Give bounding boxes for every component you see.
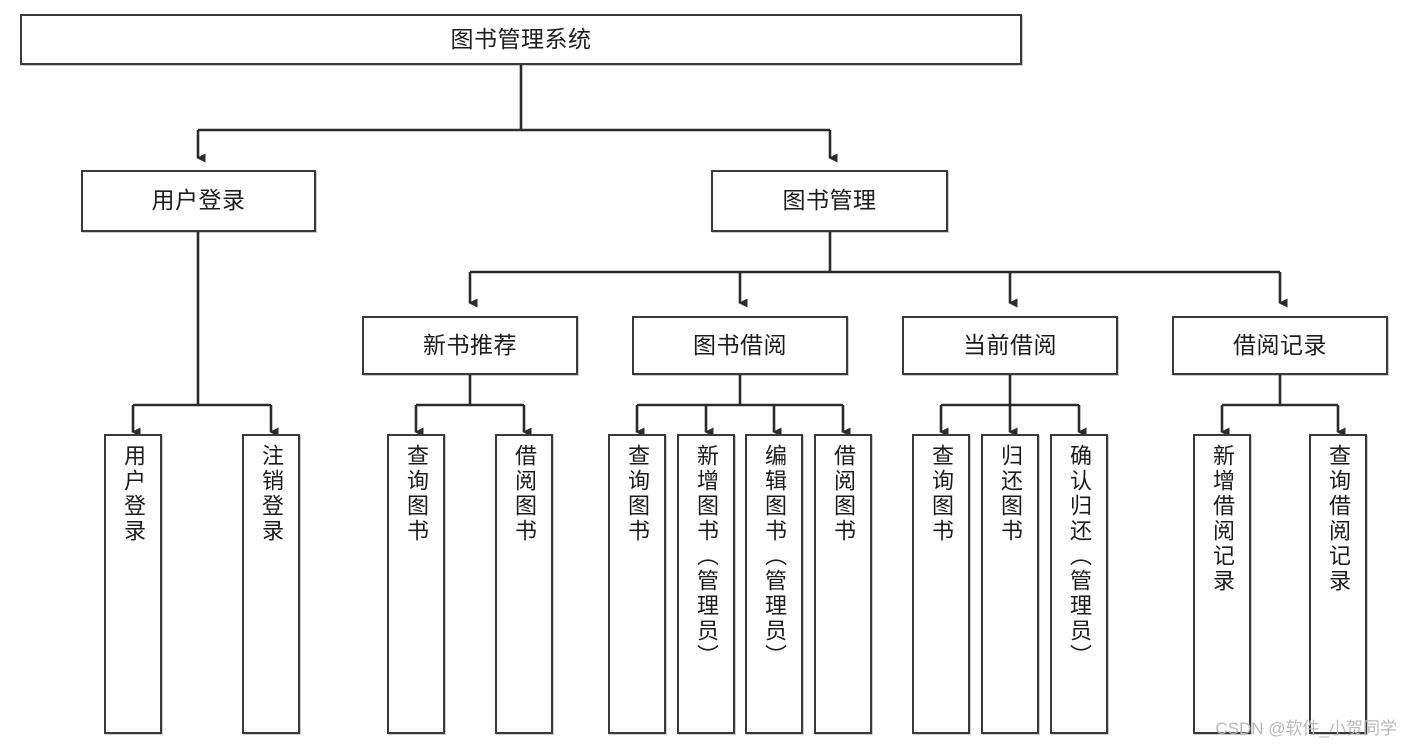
node-label: 新书推荐 [423, 331, 517, 358]
leaf-user-login[interactable]: 用户登录 [104, 434, 162, 734]
leaf-confirm-return-admin[interactable]: 确认归还（管理员） [1050, 434, 1108, 734]
node-label: 归还图书 [998, 444, 1023, 544]
node-label: 借阅图书 [831, 444, 856, 544]
node-label: 借阅记录 [1233, 331, 1327, 358]
node-label: 用户登录 [151, 187, 246, 214]
node-label: 图书管理系统 [450, 25, 592, 52]
node-new-book-recommendation[interactable]: 新书推荐 [362, 316, 578, 375]
node-label: 查询图书 [404, 444, 429, 544]
leaf-query-borrow-record[interactable]: 查询借阅记录 [1309, 434, 1367, 734]
node-root-book-management-system[interactable]: 图书管理系统 [20, 14, 1022, 65]
node-current-borrowing[interactable]: 当前借阅 [902, 316, 1118, 375]
leaf-query-books-borrow[interactable]: 查询图书 [608, 434, 666, 734]
leaf-edit-book-admin[interactable]: 编辑图书（管理员） [745, 434, 803, 734]
node-label: 确认归还（管理员） [1067, 444, 1092, 669]
leaf-query-books-current[interactable]: 查询图书 [912, 434, 970, 734]
node-label: 图书管理 [782, 187, 877, 214]
leaf-return-books[interactable]: 归还图书 [981, 434, 1039, 734]
node-label: 查询图书 [929, 444, 954, 544]
node-label: 编辑图书（管理员） [762, 444, 787, 669]
watermark-text: CSDN @软件_小贺同学 [1215, 719, 1397, 738]
node-book-borrowing[interactable]: 图书借阅 [632, 316, 848, 375]
leaf-logout[interactable]: 注销登录 [242, 434, 300, 734]
leaf-query-books-recommend[interactable]: 查询图书 [387, 434, 445, 734]
node-label: 新增借阅记录 [1210, 444, 1235, 594]
node-label: 当前借阅 [963, 331, 1057, 358]
leaf-borrow-books[interactable]: 借阅图书 [814, 434, 872, 734]
node-borrowing-records[interactable]: 借阅记录 [1172, 316, 1388, 375]
node-label: 查询图书 [625, 444, 650, 544]
node-label: 借阅图书 [512, 444, 537, 544]
node-user-login[interactable]: 用户登录 [81, 170, 316, 232]
leaf-add-borrow-record[interactable]: 新增借阅记录 [1193, 434, 1251, 734]
leaf-borrow-books-recommend[interactable]: 借阅图书 [495, 434, 553, 734]
node-label: 新增图书（管理员） [694, 444, 719, 669]
node-label: 注销登录 [259, 444, 284, 544]
node-book-management[interactable]: 图书管理 [711, 170, 948, 232]
node-label: 查询借阅记录 [1326, 444, 1351, 594]
node-label: 图书借阅 [693, 331, 787, 358]
leaf-add-book-admin[interactable]: 新增图书（管理员） [677, 434, 735, 734]
node-label: 用户登录 [121, 444, 146, 544]
